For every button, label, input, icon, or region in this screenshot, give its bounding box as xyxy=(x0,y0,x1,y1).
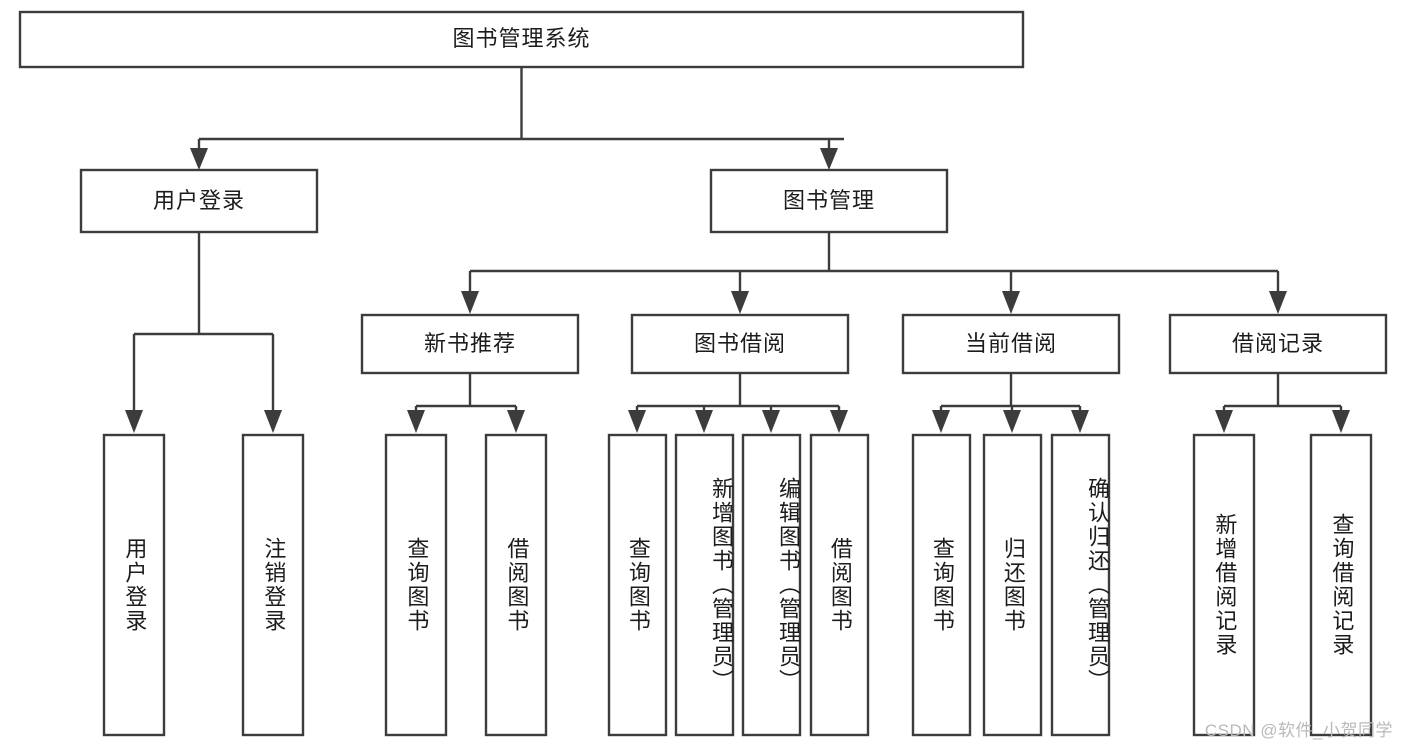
arrow-head-icon xyxy=(932,410,950,433)
arrow-head-icon xyxy=(820,148,838,170)
arrow-head-icon xyxy=(125,410,143,433)
connector-group-book-manage xyxy=(461,232,1287,314)
connector-group-borrow-record xyxy=(1215,373,1350,433)
node-box-leaf-add-record[interactable] xyxy=(1192,433,1256,737)
node-box-new-book-recommend[interactable] xyxy=(360,313,580,375)
node-box-leaf-query-record[interactable] xyxy=(1309,433,1373,737)
connector-group-book-borrow xyxy=(628,373,848,433)
connector-group-user-login xyxy=(125,232,282,433)
arrow-head-icon xyxy=(628,410,646,433)
connector-group-current-borrow xyxy=(932,373,1089,433)
arrow-head-icon xyxy=(1332,410,1350,433)
node-box-leaf-user-logout[interactable] xyxy=(241,433,305,737)
arrow-head-icon xyxy=(407,410,425,433)
node-box-book-manage[interactable] xyxy=(709,168,949,234)
node-box-leaf-query-book-cur[interactable] xyxy=(911,433,972,737)
node-box-leaf-return-book[interactable] xyxy=(982,433,1043,737)
arrow-head-icon xyxy=(1003,410,1021,433)
arrow-head-icon xyxy=(695,410,713,433)
arrow-head-icon xyxy=(190,148,208,170)
node-box-leaf-borrow-book-rec[interactable] xyxy=(484,433,548,737)
connector-group-new-book xyxy=(407,373,525,433)
arrow-head-icon xyxy=(461,291,479,314)
arrow-head-icon xyxy=(731,291,749,314)
node-box-current-borrow[interactable] xyxy=(901,313,1121,375)
node-box-leaf-confirm-return[interactable] xyxy=(1050,433,1111,737)
arrow-head-icon xyxy=(1269,291,1287,314)
node-box-user-login[interactable] xyxy=(79,168,319,234)
node-box-leaf-add-book[interactable] xyxy=(674,433,735,737)
node-box-book-borrow[interactable] xyxy=(630,313,850,375)
node-box-root[interactable] xyxy=(18,10,1025,69)
node-box-leaf-query-book-rec[interactable] xyxy=(384,433,448,737)
arrow-head-icon xyxy=(830,410,848,433)
connector-group-root xyxy=(190,67,844,170)
arrow-head-icon xyxy=(1002,291,1020,314)
node-box-leaf-user-login[interactable] xyxy=(102,433,166,737)
arrow-head-icon xyxy=(762,410,780,433)
arrow-head-icon xyxy=(507,410,525,433)
node-box-borrow-record[interactable] xyxy=(1168,313,1388,375)
node-box-leaf-edit-book[interactable] xyxy=(741,433,802,737)
node-box-leaf-borrow-book[interactable] xyxy=(809,433,870,737)
arrow-head-icon xyxy=(1215,410,1233,433)
node-box-leaf-query-book-borrow[interactable] xyxy=(607,433,668,737)
arrow-head-icon xyxy=(264,410,282,433)
arrow-head-icon xyxy=(1071,410,1089,433)
